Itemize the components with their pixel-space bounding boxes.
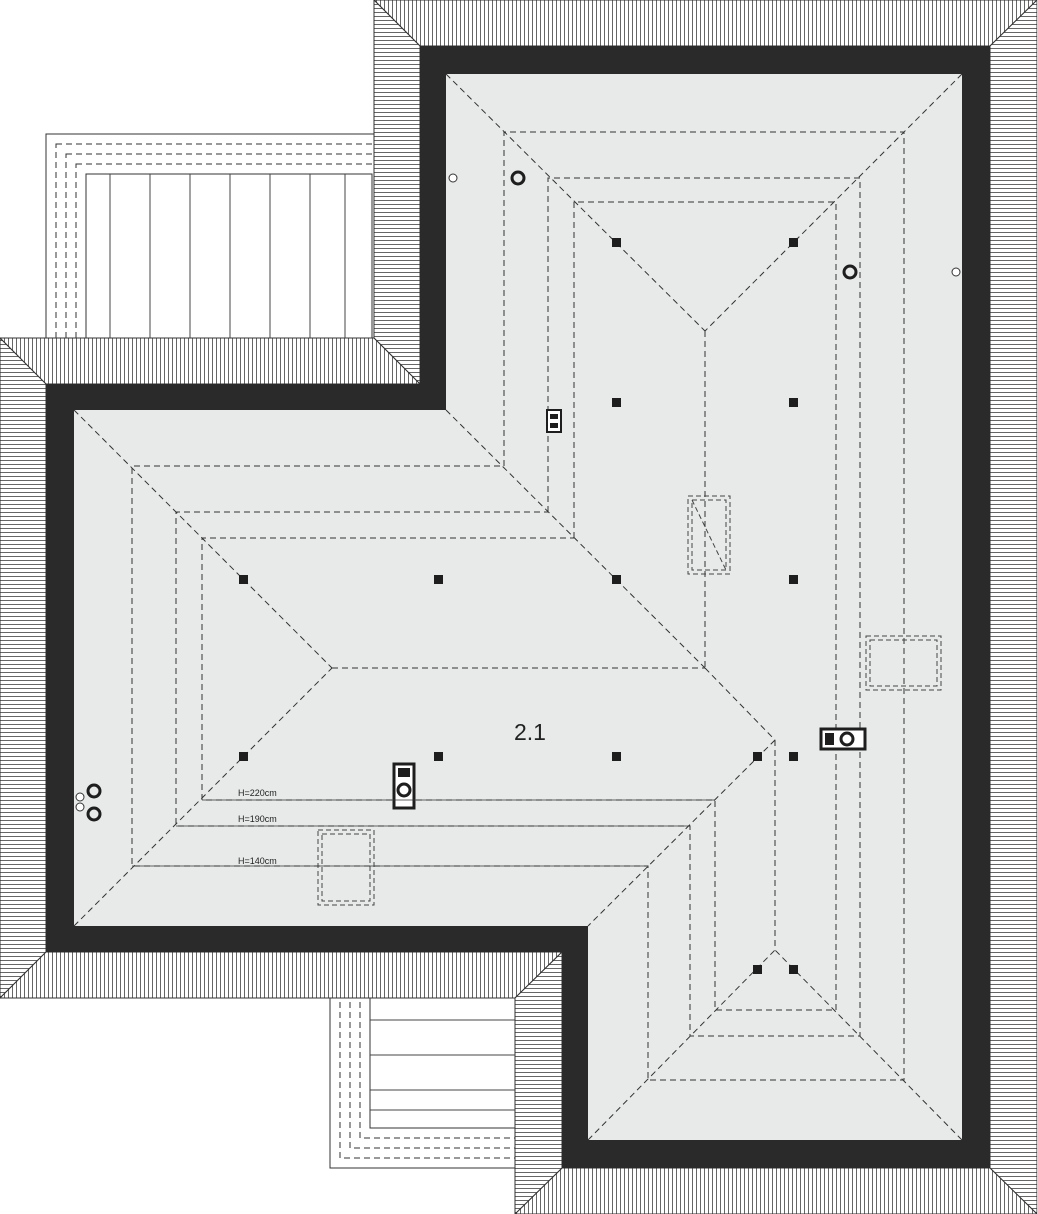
pillar bbox=[239, 575, 248, 584]
room-number: 2.1 bbox=[514, 719, 546, 745]
eave-left-top bbox=[0, 337, 422, 385]
height-markers: H=220cm H=190cm H=140cm bbox=[132, 788, 715, 867]
eave-left bbox=[0, 337, 47, 999]
pillars bbox=[239, 238, 798, 974]
pillar bbox=[612, 398, 621, 407]
vent-circle-icon bbox=[86, 806, 102, 822]
pillar bbox=[434, 575, 443, 584]
pillar bbox=[434, 752, 443, 761]
small-circle-icon bbox=[951, 267, 961, 277]
eave-inner-left-upper bbox=[373, 0, 421, 386]
pillar bbox=[239, 752, 248, 761]
pillar bbox=[789, 575, 798, 584]
pillar bbox=[612, 752, 621, 761]
small-circle-icon bbox=[448, 173, 458, 183]
height-contours bbox=[131, 131, 905, 1081]
pillar bbox=[789, 398, 798, 407]
pillar bbox=[612, 575, 621, 584]
skylights bbox=[317, 495, 942, 906]
height-label-140: H=140cm bbox=[238, 856, 277, 866]
duct-block-icon bbox=[819, 727, 867, 751]
balcony-top-left bbox=[45, 133, 375, 339]
pillar bbox=[612, 238, 621, 247]
pillar bbox=[789, 965, 798, 974]
pillar bbox=[753, 965, 762, 974]
small-circle-icon bbox=[75, 792, 85, 802]
balcony-bottom bbox=[329, 997, 516, 1169]
vent-symbols bbox=[75, 170, 961, 822]
duct-block-icon bbox=[546, 409, 562, 433]
eave-left-bottom bbox=[0, 951, 564, 999]
eave-bottom bbox=[514, 1167, 1037, 1214]
floor-area bbox=[74, 74, 962, 1140]
eave-inner-left-lower bbox=[514, 950, 563, 1214]
height-label-220: H=220cm bbox=[238, 788, 277, 798]
vent-circle-icon bbox=[86, 783, 102, 799]
vent-circle-icon bbox=[510, 170, 526, 186]
height-label-190: H=190cm bbox=[238, 814, 277, 824]
eave-top bbox=[373, 0, 1037, 47]
eave-right bbox=[989, 0, 1037, 1214]
small-circle-icon bbox=[75, 802, 85, 812]
duct-block-icon bbox=[392, 762, 416, 810]
pillar bbox=[789, 238, 798, 247]
vent-circle-icon bbox=[842, 264, 858, 280]
skylight-1 bbox=[687, 495, 731, 575]
pillar bbox=[753, 752, 762, 761]
skylight-3 bbox=[317, 829, 375, 906]
pillar bbox=[789, 752, 798, 761]
